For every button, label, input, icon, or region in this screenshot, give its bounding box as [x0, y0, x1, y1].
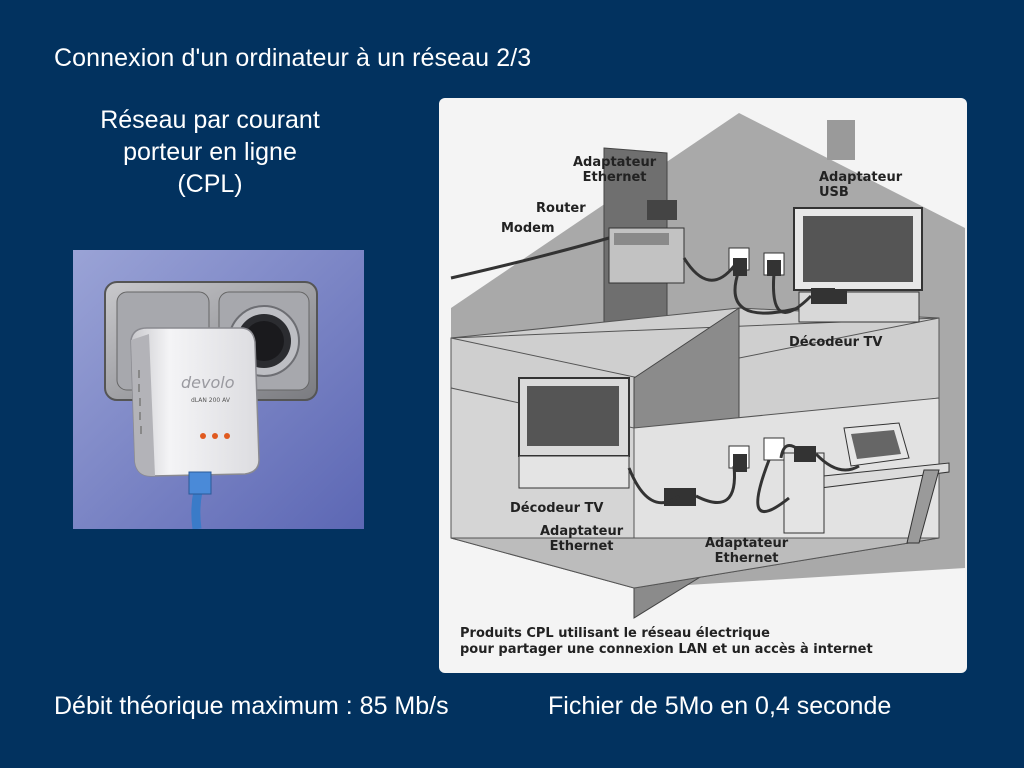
- subtitle-line-3: (CPL): [177, 170, 243, 198]
- label-adaptateur-usb: Adaptateur USB: [819, 170, 902, 200]
- label-line: Adaptateur: [819, 170, 903, 185]
- photo-model: dLAN 200 AV: [191, 397, 231, 404]
- label-line: Ethernet: [549, 539, 614, 554]
- slide-subtitle: Réseau par courant porteur en ligne (CPL…: [60, 104, 360, 200]
- diagram-caption: Produits CPL utilisant le réseau électri…: [460, 626, 873, 658]
- footer-file-transfer: Fichier de 5Mo en 0,4 seconde: [548, 692, 892, 720]
- label-line: USB: [819, 185, 849, 200]
- subtitle-line-1: Réseau par courant: [100, 106, 320, 134]
- label-router: Router: [536, 201, 586, 216]
- footer-throughput: Débit théorique maximum : 85 Mb/s: [54, 692, 449, 720]
- slide-title: Connexion d'un ordinateur à un réseau 2/…: [54, 44, 532, 72]
- label-line: Ethernet: [714, 551, 779, 566]
- cpl-adapter-photo: devolo dLAN 200 AV: [73, 250, 364, 529]
- cpl-network-diagram: Adaptateur Ethernet Router Modem Adaptat…: [439, 98, 967, 673]
- label-line: Adaptateur: [540, 524, 624, 539]
- subtitle-line-2: porteur en ligne: [123, 138, 297, 166]
- label-decodeur-tv-bottom: Décodeur TV: [510, 501, 604, 516]
- label-adaptateur-ethernet-top: Adaptateur Ethernet: [573, 155, 656, 185]
- caption-line-2: pour partager une connexion LAN et un ac…: [460, 642, 873, 657]
- label-adaptateur-ethernet-bottom-left: Adaptateur Ethernet: [540, 524, 623, 554]
- label-decodeur-tv-top: Décodeur TV: [789, 335, 883, 350]
- label-line: Adaptateur: [705, 536, 789, 551]
- label-line: Ethernet: [582, 170, 647, 185]
- label-modem: Modem: [501, 221, 555, 236]
- caption-line-1: Produits CPL utilisant le réseau électri…: [460, 626, 770, 641]
- photo-brand: devolo: [181, 373, 235, 392]
- label-adaptateur-ethernet-bottom-right: Adaptateur Ethernet: [705, 536, 788, 566]
- label-line: Adaptateur: [573, 155, 657, 170]
